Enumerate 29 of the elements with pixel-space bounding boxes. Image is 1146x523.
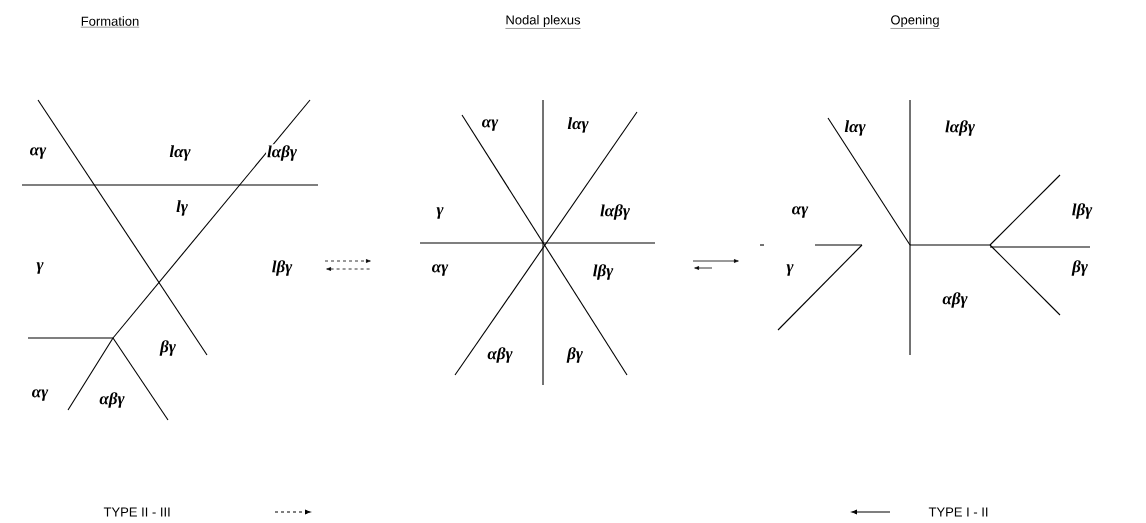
phase-label: γ [785, 263, 795, 277]
phase-label: lαγ [566, 116, 590, 134]
phase-label: αβγ [98, 391, 126, 409]
phase-label: αγ [430, 263, 450, 277]
phase-label: αβγ [486, 346, 514, 364]
phase-label: lβγ [591, 263, 615, 281]
phase-label: αγ [28, 146, 48, 160]
phase-label: lβγ [1070, 202, 1094, 220]
phase-label: βγ [159, 339, 177, 357]
phase-label: αγ [790, 205, 810, 219]
phase-label: lβγ [270, 259, 294, 277]
phase-label: lαγ [168, 144, 192, 162]
phase-label: γ [35, 261, 45, 275]
panel-title: Opening [890, 14, 940, 29]
phase-label: lαγ [843, 119, 867, 137]
phase-label: αγ [30, 388, 50, 402]
legend-text: TYPE II - III [103, 507, 170, 517]
phase-label: lαβγ [266, 144, 298, 162]
panel-title: Nodal plexus [505, 14, 581, 29]
phase-label: lγ [175, 199, 189, 217]
legend-text: TYPE I - II [928, 507, 988, 517]
panel-title: Formation [80, 16, 140, 28]
phase-label: βγ [1071, 259, 1089, 277]
phase-label: γ [435, 206, 445, 220]
phase-label: αγ [480, 118, 500, 132]
phase-label: lαβγ [944, 119, 976, 137]
phase-label: βγ [566, 346, 584, 364]
phase-label: lαβγ [599, 203, 631, 221]
phase-label: αβγ [941, 291, 969, 309]
